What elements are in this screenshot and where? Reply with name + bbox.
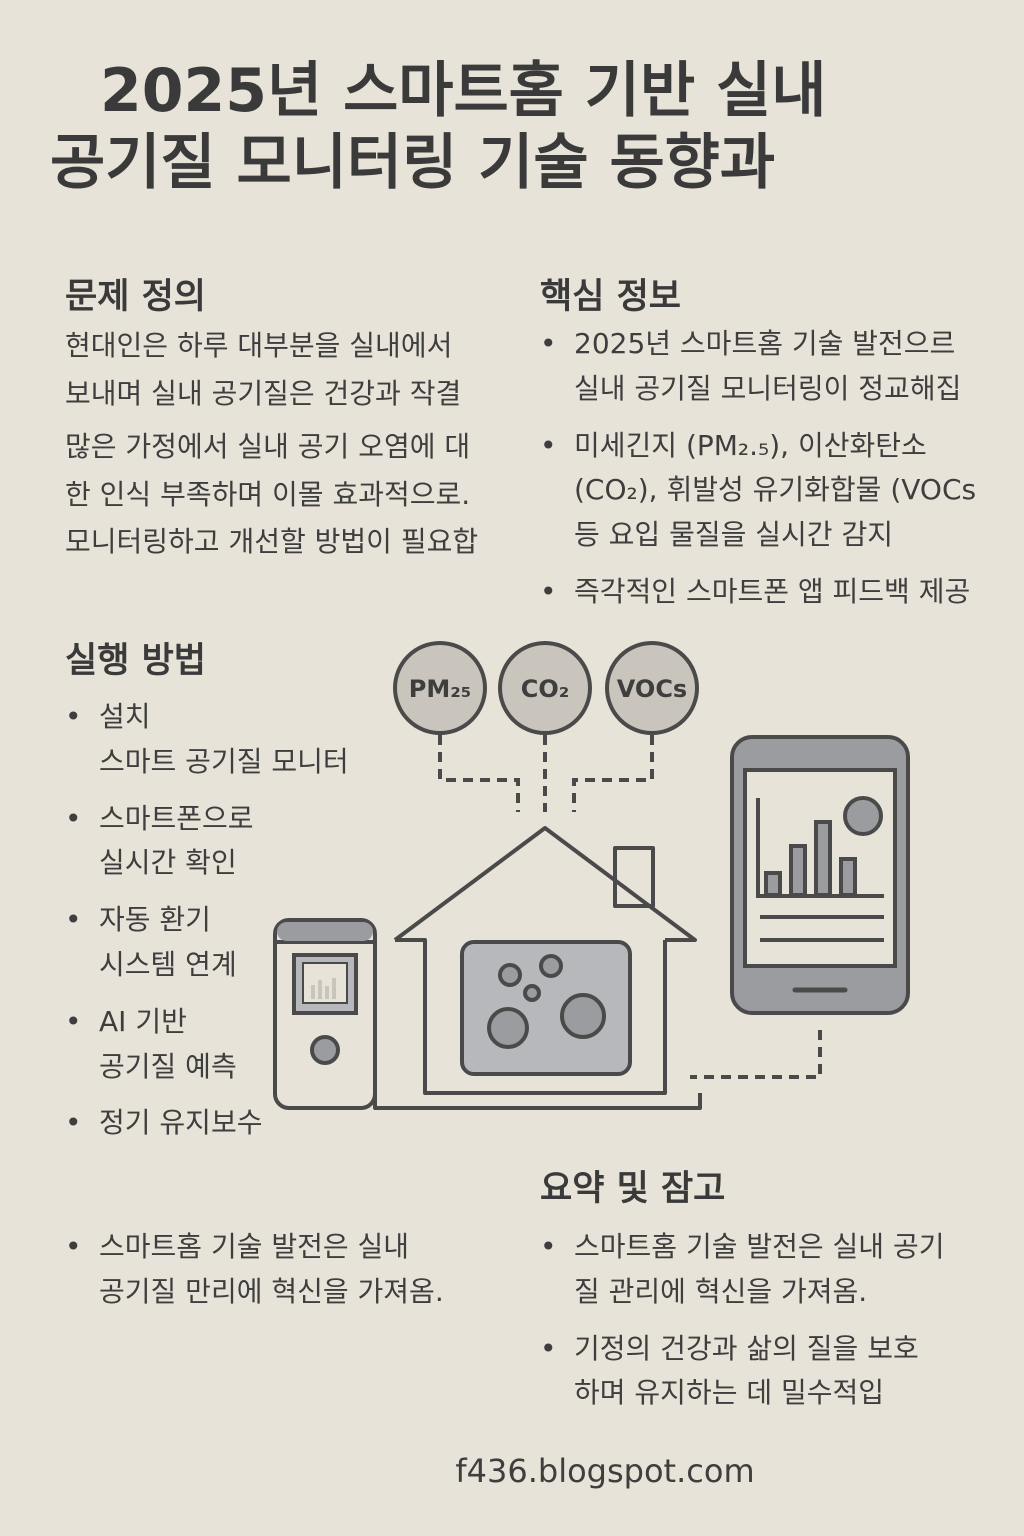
method-item: • 스마트폰으로 실시간 확인 [65, 797, 395, 887]
key-info-item: • 즉각적인 스마트폰 앱 피드백 제공 [540, 570, 1010, 615]
connector-vocs [572, 735, 654, 812]
summary-item: • 기정의 건강과 삶의 질을 보호 하며 유지하는 데 밀수적입 [540, 1327, 1000, 1417]
bullet-icon: • [540, 327, 557, 360]
key-info-item-2-line-3: 등 요입 물질을 실시간 감지 [574, 518, 893, 552]
key-info-item: • 미세긴지 (PM₂.₅), 이산화탄소 (CO₂), 휘발성 유기화합물 (… [540, 424, 1010, 558]
summary-item-2-line-1: 기정의 건강과 삶의 질을 보호 [574, 1331, 919, 1365]
house-icon [373, 826, 702, 1110]
bullet-icon: • [65, 1106, 82, 1140]
air-monitor-icon [273, 918, 377, 1110]
left-note-list: • 스마트홈 기술 발전은 실내 공기질 만리에 혁신을 가져옴. [65, 1225, 505, 1315]
method-item-4-line-1: AI 기반 [99, 1004, 187, 1038]
key-info-list: • 2025년 스마트홈 기술 발전으르 실내 공기질 모니터링이 정교해집 •… [540, 322, 1010, 627]
sensor-vocs-label: VOCs [617, 675, 687, 703]
method-heading: 실행 방법 [65, 641, 206, 681]
problem-heading: 문제 정의 [65, 277, 206, 317]
method-list: • 설치 스마트 공기질 모니터 • 스마트폰으로 실시간 확인 • 자동 환기… [65, 695, 395, 1158]
bullet-icon: • [65, 1004, 82, 1038]
bullet-icon: • [540, 1331, 557, 1365]
footer-url: f436.blogspot.com [455, 1452, 755, 1490]
key-info-item-1-line-2: 실내 공기질 모니터링이 정교해집 [574, 371, 962, 405]
problem-paragraph-2-line-1: 많은 가정에서 실내 공기 오염에 대 [65, 430, 471, 463]
bullet-icon: • [540, 574, 557, 608]
method-item: • 설치 스마트 공기질 모니터 [65, 695, 395, 785]
bullet-icon: • [540, 428, 557, 462]
left-note-line-2: 공기질 만리에 혁신을 가져옴. [99, 1274, 444, 1308]
method-item: • AI 기반 공기질 예측 [65, 1000, 395, 1090]
method-item: • 정기 유지보수 [65, 1101, 395, 1146]
problem-paragraph-2-line-3: 모니터링하고 개선할 방법이 필요합 [65, 525, 479, 559]
key-info-item: • 2025년 스마트홈 기술 발전으르 실내 공기질 모니터링이 정교해집 [540, 322, 1010, 412]
bullet-icon: • [540, 1230, 557, 1263]
method-item-3-line-1: 자동 환기 [99, 903, 211, 937]
key-info-heading: 핵심 정보 [540, 277, 681, 317]
method-item-5-line-1: 정기 유지보수 [99, 1106, 263, 1140]
method-item-1-line-1: 설치 [99, 700, 151, 733]
key-info-item-3-line-1: 즉각적인 스마트폰 앱 피드백 제공 [574, 574, 971, 608]
sensor-vocs-icon: VOCs [605, 641, 699, 735]
method-item-2-line-1: 스마트폰으로 [99, 801, 254, 835]
problem-paragraph-2: 많은 가정에서 실내 공기 오염에 대 한 인식 부족하며 이몰 효과적으로. … [65, 423, 478, 566]
title-line-1: 2025년 스마트홈 기반 실내 [100, 56, 827, 126]
summary-heading: 요약 및 잠고 [540, 1169, 726, 1209]
page-title: 2025년 스마트홈 기반 실내 공기질 모니터링 기술 동향과 [50, 55, 990, 199]
left-note-line-1: 스마트홈 기술 발전은 실내 [99, 1230, 410, 1263]
bullet-icon: • [65, 700, 82, 733]
summary-list: • 스마트홈 기술 발전은 실내 공기 질 관리에 혁신을 가져옴. • 기정의… [540, 1225, 1000, 1428]
key-info-item-1-line-1: 2025년 스마트홈 기술 발전으르 [574, 327, 956, 360]
method-item-2-line-2: 실시간 확인 [99, 846, 237, 880]
sensor-pm-label: PM₂₅ [409, 675, 472, 703]
summary-item-1-line-1: 스마트홈 기술 발전은 실내 공기 [574, 1230, 945, 1263]
method-item-4-line-2: 공기질 예측 [99, 1049, 237, 1083]
method-item: • 자동 환기 시스템 연계 [65, 898, 395, 988]
problem-paragraph-1: 현대인은 하루 대부분을 실내에서 보내며 실내 공기질은 건강과 작결 [65, 322, 461, 417]
key-info-item-2-line-1: 미세긴지 (PM₂.₅), 이산화탄소 [574, 428, 927, 462]
left-note-item: • 스마트홈 기술 발전은 실내 공기질 만리에 혁신을 가져옴. [65, 1225, 505, 1315]
problem-paragraph-2-line-2: 한 인식 부족하며 이몰 효과적으로. [65, 477, 471, 511]
connector-phone [690, 1030, 822, 1079]
bullet-icon: • [65, 801, 82, 835]
connector-pm [438, 735, 520, 812]
sensor-co2-icon: CO₂ [498, 641, 592, 735]
sensor-pm-icon: PM₂₅ [393, 641, 487, 735]
summary-item: • 스마트홈 기술 발전은 실내 공기 질 관리에 혁신을 가져옴. [540, 1225, 1000, 1315]
method-item-1-line-2: 스마트 공기질 모니터 [99, 744, 349, 778]
bullet-icon: • [65, 903, 82, 937]
problem-paragraph-1-line-2: 보내며 실내 공기질은 건강과 작결 [65, 376, 462, 410]
sensor-connector-lines [438, 735, 822, 1079]
method-item-3-line-2: 시스템 연계 [99, 947, 237, 981]
key-info-item-2-line-2: (CO₂), 휘발성 유기화합물 (VOCs [574, 473, 977, 507]
sensor-co2-label: CO₂ [521, 675, 570, 703]
chart-icon [756, 796, 884, 942]
bullet-icon: • [65, 1230, 82, 1263]
summary-item-2-line-2: 하며 유지하는 데 밀수적입 [574, 1376, 885, 1410]
summary-item-1-line-2: 질 관리에 혁신을 가져옴. [574, 1274, 868, 1308]
title-line-2: 공기질 모니터링 기술 동향과 [50, 128, 776, 198]
problem-paragraph-1-line-1: 현대인은 하루 대부분을 실내에서 [65, 329, 453, 362]
